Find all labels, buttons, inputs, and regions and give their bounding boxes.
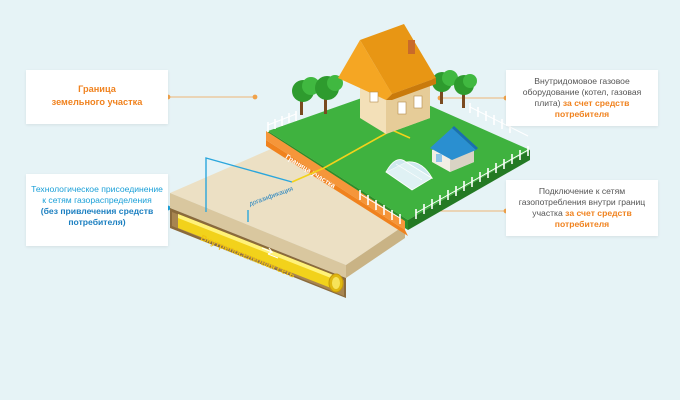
tech-line4-bold: потребителя)	[68, 217, 126, 227]
equipment-line1: Внутридомовое газовое	[534, 76, 630, 86]
tech-connection-line	[205, 157, 293, 222]
tech-line2: к сетям газораспределения	[42, 195, 152, 205]
connection-line1: Подключение к сетям	[538, 186, 626, 196]
tech-line3-bold: (без привлечения средств	[40, 206, 154, 216]
connection-line3-plain: участка	[532, 208, 563, 218]
tech-line1: Технологическое присоединение	[31, 184, 163, 194]
connection-line3-bold: за счет средств	[565, 208, 632, 218]
callout-land-boundary: Граница земельного участка	[26, 70, 168, 124]
land-boundary-line1: Граница	[78, 84, 116, 94]
house	[338, 24, 436, 134]
land-boundary-line2: земельного участка	[51, 97, 143, 107]
equipment-line4-bold: потребителя	[554, 109, 610, 119]
callout-in-house-equipment: Внутридомовое газовое оборудование (коте…	[506, 70, 658, 126]
equipment-line3-bold: за счет средств	[562, 98, 630, 108]
callout-connection-inside-plot: Подключение к сетям газопотребления внут…	[506, 180, 658, 236]
village-gas-pipe	[178, 214, 344, 293]
trees	[292, 70, 477, 115]
equipment-line3-plain: плита)	[534, 98, 561, 108]
connection-line4-bold: потребителя	[554, 219, 610, 229]
shed	[430, 126, 478, 172]
equipment-line2: оборудование (котел, газовая	[522, 87, 642, 97]
greenhouse	[385, 159, 434, 191]
street-ground	[170, 132, 405, 278]
plot-border-strip	[266, 131, 408, 236]
callout-tech-connection: Технологическое присоединение к сетям га…	[26, 174, 168, 246]
connection-line2: газопотребления внутри границ	[518, 197, 646, 207]
fence-rails	[267, 106, 529, 219]
in-plot-gas-line	[291, 129, 411, 183]
